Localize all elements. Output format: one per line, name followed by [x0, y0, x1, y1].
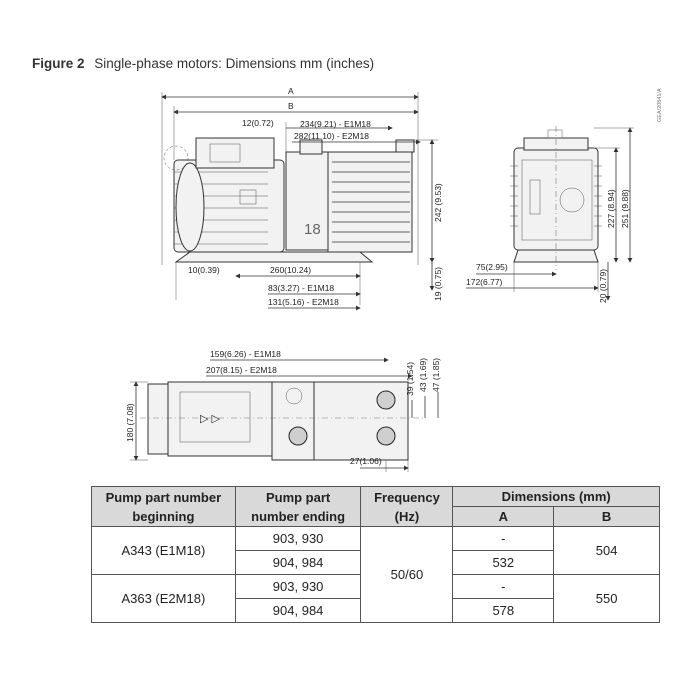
figure-caption: Figure 2 Single-phase motors: Dimensions…	[32, 56, 374, 71]
cell-a: -	[452, 574, 555, 599]
table-row: 904, 984 578	[92, 598, 660, 623]
table-row: A343 (E1M18) 903, 930 50/60 - 504	[91, 526, 660, 623]
cell-b: 504	[553, 526, 660, 575]
cell-b: 550	[553, 574, 660, 623]
plan-port-a	[288, 426, 308, 446]
drawing-reference: GEA/20841/A	[657, 88, 663, 122]
plan-pump-body	[313, 381, 409, 461]
terminal-box	[195, 137, 275, 169]
dim-75: 75(2.95)	[476, 262, 508, 272]
plan-fan-cover	[147, 383, 171, 455]
dim-label-b: B	[288, 101, 294, 111]
dim-43: 43 (1.69)	[418, 358, 428, 392]
plan-view: ▷ ▷ 159(6.26) - E1M18 207(8.15) - E2M18 …	[125, 349, 441, 472]
dim-20: 20 (0.79)	[598, 269, 608, 303]
pump-front-housing	[285, 151, 329, 251]
dim-234: 234(9.21) - E1M18	[300, 119, 371, 129]
dim-27: 27(1.06)	[350, 456, 382, 466]
motor-fan-cover	[175, 162, 205, 252]
end-circle	[559, 187, 585, 213]
figure-title: Single-phase motors: Dimensions mm (inch…	[94, 56, 375, 71]
plan-arrows: ▷ ▷	[200, 413, 221, 425]
dim-282: 282(11.10) - E2M18	[294, 131, 369, 141]
plan-motor	[167, 381, 273, 457]
dim-172: 172(6.77)	[466, 277, 503, 287]
header-part-beginning: Pump part number beginning	[91, 486, 236, 527]
header-part-ending: Pump part number ending	[234, 486, 362, 527]
header-col-a: A	[452, 506, 555, 527]
dim-47: 47 (1.85)	[431, 358, 441, 392]
dim-19: 19 (0.75)	[433, 267, 443, 301]
dim-180: 180 (7.08)	[125, 403, 135, 442]
dimensions-table: Pump part number beginning Pump part num…	[91, 486, 660, 623]
dim-227: 227 (8.94)	[606, 189, 616, 228]
header-dimensions: Dimensions (mm)	[452, 486, 660, 507]
plan-port-b	[376, 426, 396, 446]
figure-number: Figure 2	[32, 56, 85, 71]
sight-glass	[529, 179, 541, 215]
table-row: A363 (E2M18) 903, 930 - 550	[91, 574, 660, 623]
end-fins	[510, 165, 602, 227]
header-col-b: B	[553, 506, 660, 527]
motor-switch	[239, 189, 257, 205]
inlet-port	[395, 139, 415, 153]
cell-a: 532	[452, 550, 555, 575]
cell-ending: 903, 930	[234, 526, 362, 551]
dim-83: 83(3.27) - E1M18	[268, 283, 334, 293]
dim-131: 131(5.16) - E2M18	[268, 297, 339, 307]
cell-ending: 903, 930	[234, 574, 362, 599]
terminal-box-label	[209, 143, 241, 163]
handle-outline	[163, 145, 189, 171]
base-plate	[174, 251, 374, 263]
end-view: 227 (8.94) 251 (9.88) 20 (0.79) 75(2.95)…	[466, 88, 663, 303]
dim-39: 39 (1.54)	[405, 362, 415, 396]
dim-242: 242 (9.53)	[433, 183, 443, 222]
dim-10: 10(0.39)	[188, 265, 220, 275]
dim-207: 207(8.15) - E2M18	[206, 365, 277, 375]
plan-terminal-box	[179, 391, 251, 443]
plan-exhaust	[285, 387, 303, 405]
end-face	[521, 159, 593, 241]
table-subheader-row: A B	[92, 506, 660, 527]
cell-ending: 904, 984	[234, 598, 362, 623]
model-mark: 18	[304, 221, 321, 238]
table-header-row: Pump part number beginning Pump part num…	[91, 486, 660, 527]
dim-251: 251 (9.88)	[620, 189, 630, 228]
end-port	[547, 129, 563, 139]
plan-inlet	[376, 390, 396, 410]
dim-label-a: A	[288, 86, 294, 96]
plan-pump-front	[271, 381, 315, 461]
cell-beginning: A343 (E1M18)	[91, 526, 236, 575]
pump-fins	[332, 161, 410, 243]
cell-ending: 904, 984	[234, 550, 362, 575]
dim-12: 12(0.72)	[242, 118, 274, 128]
header-frequency: Frequency (Hz)	[360, 486, 454, 527]
cell-beginning: A363 (E2M18)	[91, 574, 236, 623]
dim-260: 260(10.24)	[270, 265, 311, 275]
side-view: 18 A B 12(0.72) 234(9.21) - E1M18 282(11…	[161, 86, 443, 311]
cell-frequency: 50/60	[360, 526, 454, 623]
cell-a: 578	[452, 598, 555, 623]
exhaust-port	[299, 139, 323, 155]
dimension-drawing: 18 A B 12(0.72) 234(9.21) - E1M18 282(11…	[125, 86, 663, 472]
dim-159: 159(6.26) - E1M18	[210, 349, 281, 359]
cell-a: -	[452, 526, 555, 551]
